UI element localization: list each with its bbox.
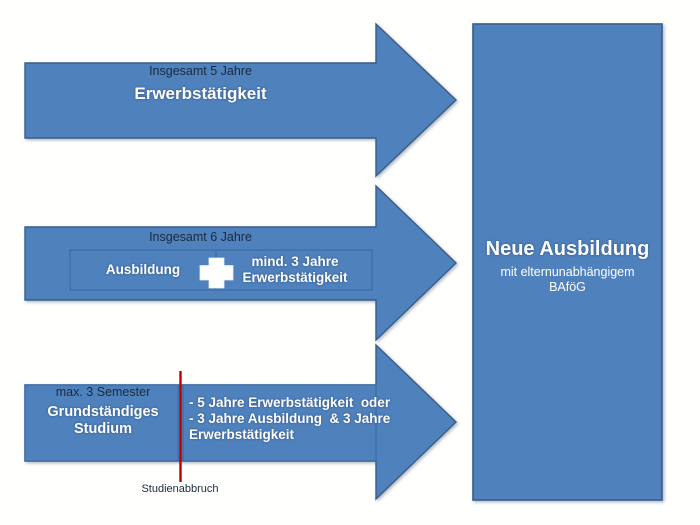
bottom-right-inner-box: [182, 384, 377, 462]
result-box-shape: [472, 23, 663, 501]
top-arrow-shape: [24, 22, 458, 178]
bottom-left-inner-box: [24, 384, 179, 462]
middle-left-inner-box: [69, 249, 217, 291]
middle-right-inner-box: [215, 249, 373, 291]
plus-sign-icon: [199, 257, 234, 289]
